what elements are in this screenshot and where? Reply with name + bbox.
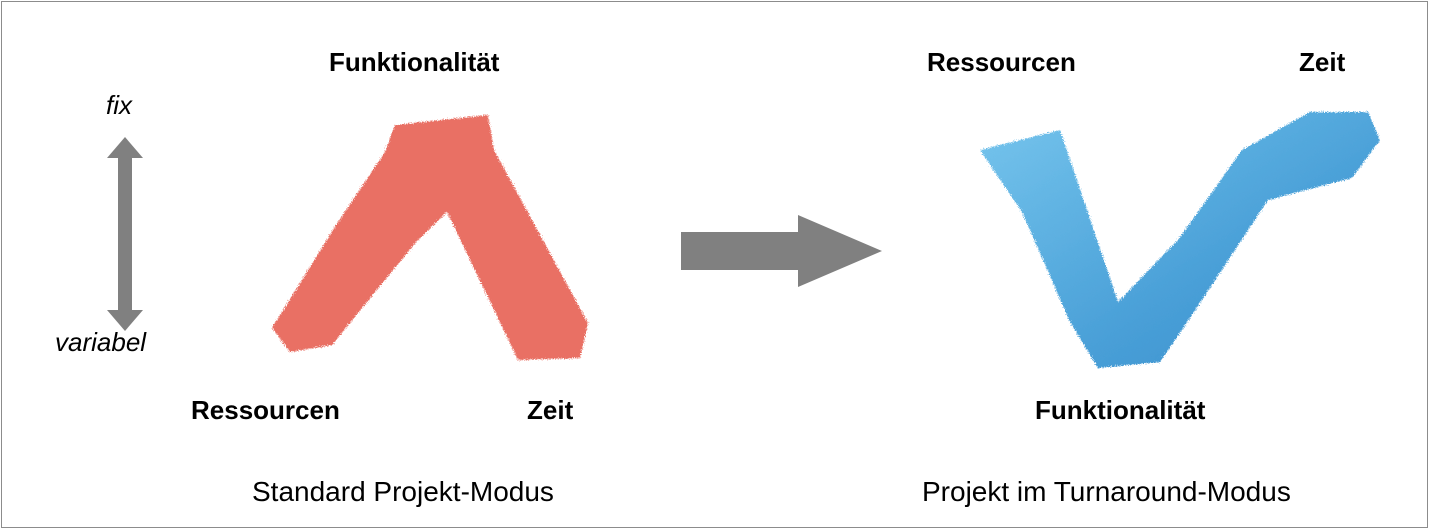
left-bottom-right-label: Zeit [527,395,574,425]
right-top-left-label: Ressourcen [927,47,1076,77]
scale-double-arrow [107,137,143,331]
left-caption: Standard Projekt-Modus [252,476,554,507]
scale-bottom-label: variabel [55,327,147,357]
left-top-label: Funktionalität [329,47,500,77]
left-bottom-left-label: Ressourcen [191,395,340,425]
right-top-right-label: Zeit [1299,47,1346,77]
transition-arrow [681,215,882,287]
right-caption: Projekt im Turnaround-Modus [922,476,1291,507]
scale-top-label: fix [106,90,132,120]
turnaround-mode-shape [980,112,1380,368]
right-bottom-label: Funktionalität [1035,395,1206,425]
standard-mode-shape [272,115,588,360]
